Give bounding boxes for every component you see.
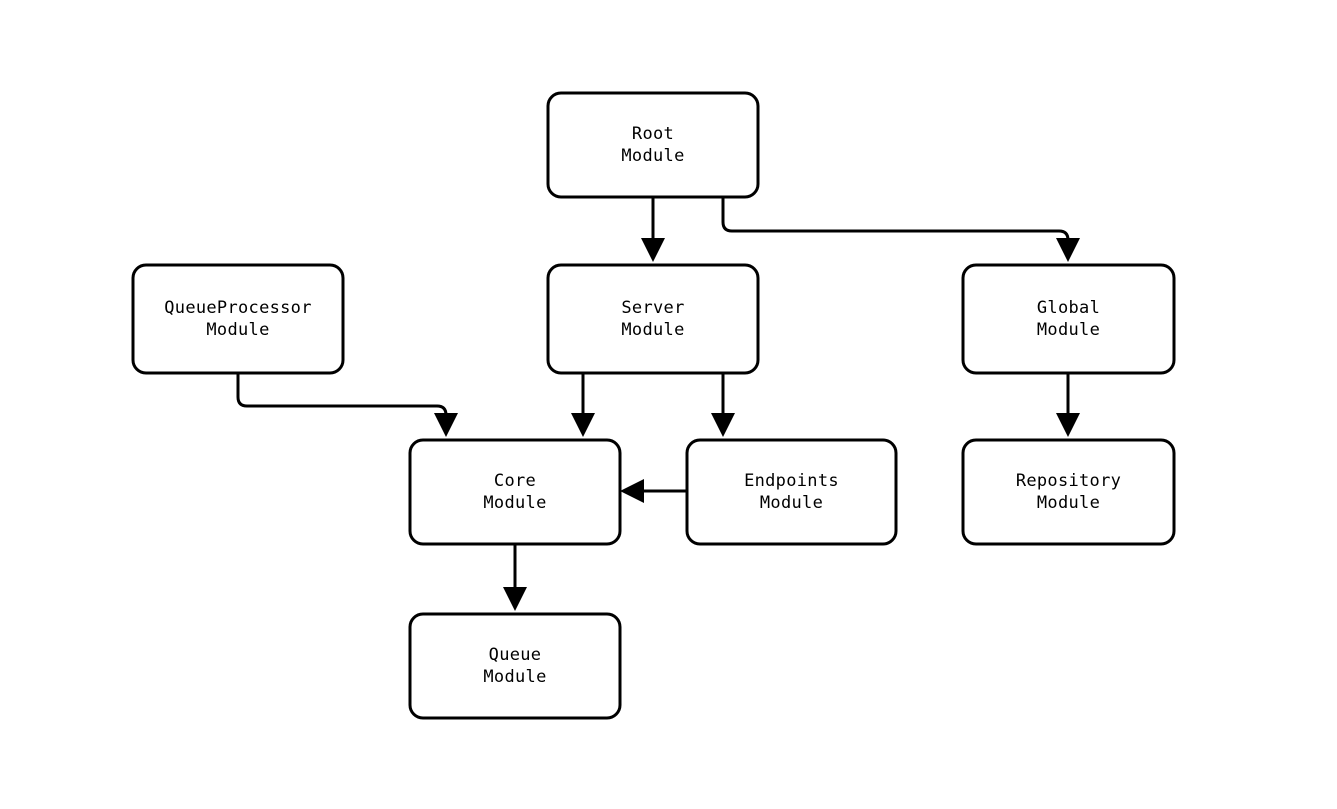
node-box-queue[interactable] bbox=[408, 612, 622, 720]
arrowhead-left-core bbox=[620, 479, 644, 503]
edge-queueprocessor-to-core bbox=[236, 373, 458, 437]
arrowhead-down-server bbox=[641, 238, 665, 262]
arrowhead-down-core-left bbox=[434, 413, 458, 437]
node-box-repository[interactable] bbox=[961, 438, 1176, 546]
node-box-server[interactable] bbox=[546, 263, 760, 375]
edge-endpoints-to-core bbox=[620, 479, 687, 503]
node-box-endpoints[interactable] bbox=[685, 438, 898, 546]
arrowhead-down-endpoints bbox=[711, 413, 735, 437]
node-layer bbox=[131, 91, 1176, 720]
arrowhead-down-queue bbox=[503, 587, 527, 611]
edge-root-to-global bbox=[721, 197, 1080, 262]
arrowhead-down-core-mid bbox=[571, 413, 595, 437]
edge-server-to-endpoints bbox=[711, 373, 735, 437]
arrowhead-down-repository bbox=[1056, 413, 1080, 437]
node-box-core[interactable] bbox=[408, 438, 622, 546]
arrowhead-down-global bbox=[1056, 238, 1080, 262]
node-box-global[interactable] bbox=[961, 263, 1176, 375]
edge-core-to-queue bbox=[503, 544, 527, 611]
edge-global-to-repository bbox=[1056, 373, 1080, 437]
edge-root-to-server bbox=[641, 197, 665, 262]
edge-layer bbox=[236, 197, 1080, 611]
node-box-root[interactable] bbox=[546, 91, 760, 199]
edge-server-to-core bbox=[571, 373, 595, 437]
node-box-queueprocessor[interactable] bbox=[131, 263, 345, 375]
